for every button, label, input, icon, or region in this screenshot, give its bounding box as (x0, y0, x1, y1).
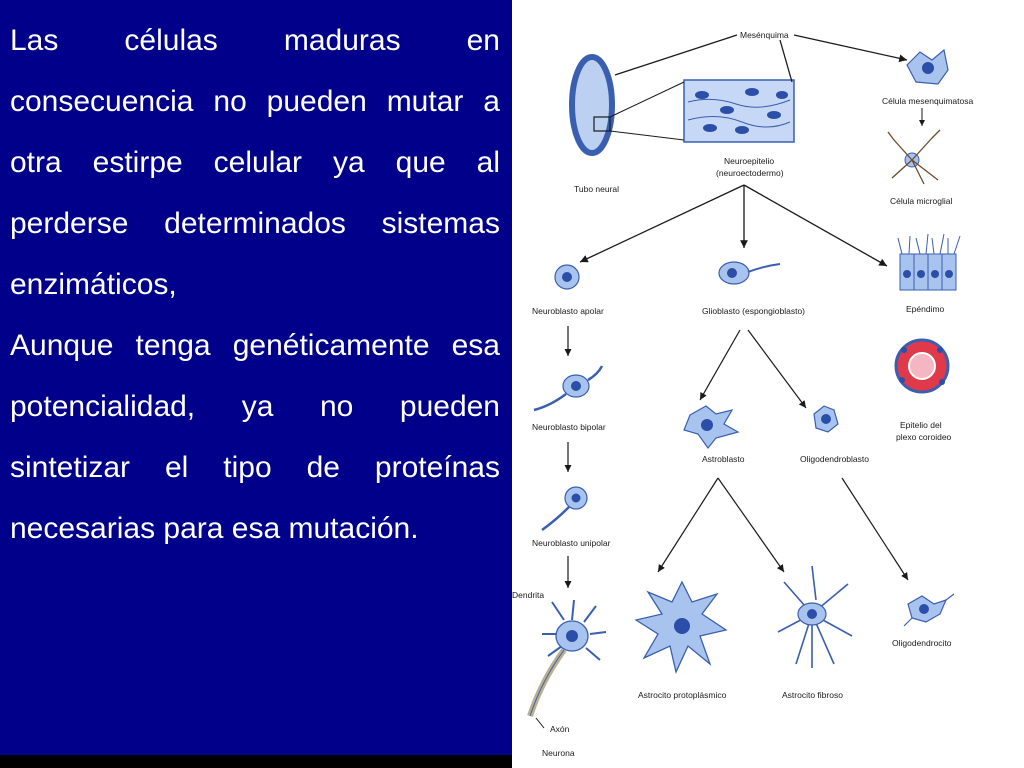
label-epitelio-del: Epitelio del (900, 420, 942, 430)
label-dendrita: Dendrita (512, 590, 544, 600)
label-astrocito-fibroso: Astrocito fibroso (782, 690, 843, 700)
label-plexo-coroideo: plexo coroideo (896, 432, 952, 442)
label-celula-microglial: Célula microglial (890, 196, 952, 206)
label-neuroblasto-bipolar: Neuroblasto bipolar (532, 422, 606, 432)
neural-tube-illustration (569, 54, 615, 156)
ependyma-illustration (897, 233, 961, 291)
label-neuroectodermo: (neuroectodermo) (716, 168, 784, 178)
mesenchymal-cell-illustration (906, 48, 949, 85)
neuron-illustration (527, 599, 607, 717)
paragraph-1: Las células maduras en consecuencia no p… (10, 24, 500, 301)
oligodendrocyte-illustration (903, 593, 955, 627)
label-celula-mesenquimatosa: Célula mesenquimatosa (882, 96, 973, 106)
label-neuroepitelio: Neuroepitelio (724, 156, 774, 166)
oligodendroblast-illustration (813, 405, 839, 433)
glioblast-illustration (718, 261, 781, 285)
unipolar-neuroblast-illustration (541, 486, 588, 532)
label-mesenquima: Mesénquima (740, 30, 789, 40)
label-tubo-neural: Tubo neural (574, 184, 619, 194)
choroid-plexus-epithelium-illustration (894, 338, 950, 394)
paragraph-2: Aunque tenga genéticamente esa potencial… (10, 329, 500, 545)
diagram-svg: Mesénquima Célula mesenquimatosa Tubo ne… (512, 30, 973, 758)
microglial-cell-illustration (887, 129, 941, 185)
label-neurona: Neurona (542, 748, 575, 758)
label-astroblasto: Astroblasto (702, 454, 745, 464)
astroblast-illustration (683, 405, 740, 449)
text-panel: Las células maduras en consecuencia no p… (0, 0, 512, 755)
bipolar-neuroblast-illustration (533, 365, 604, 412)
label-ependimo: Epéndimo (906, 304, 945, 314)
text-block: Las células maduras en consecuencia no p… (10, 10, 500, 559)
label-neuroblasto-apolar: Neuroblasto apolar (532, 306, 604, 316)
label-oligodendroblasto: Oligodendroblasto (800, 454, 869, 464)
label-axon: Axón (550, 724, 570, 734)
neuroepithelium-illustration (683, 79, 795, 143)
cell-lineage-diagram: Mesénquima Célula mesenquimatosa Tubo ne… (512, 0, 1024, 768)
label-glioblasto: Glioblasto (espongioblasto) (702, 306, 805, 316)
label-neuroblasto-unipolar: Neuroblasto unipolar (532, 538, 611, 548)
bottom-strip (0, 755, 512, 768)
label-oligodendrocito: Oligodendrocito (892, 638, 952, 648)
fibrous-astrocyte-illustration (777, 565, 853, 668)
apolar-neuroblast-illustration (554, 264, 580, 290)
protoplasmic-astrocyte-illustration (634, 580, 728, 674)
label-astrocito-protoplasmico: Astrocito protoplásmico (638, 690, 727, 700)
